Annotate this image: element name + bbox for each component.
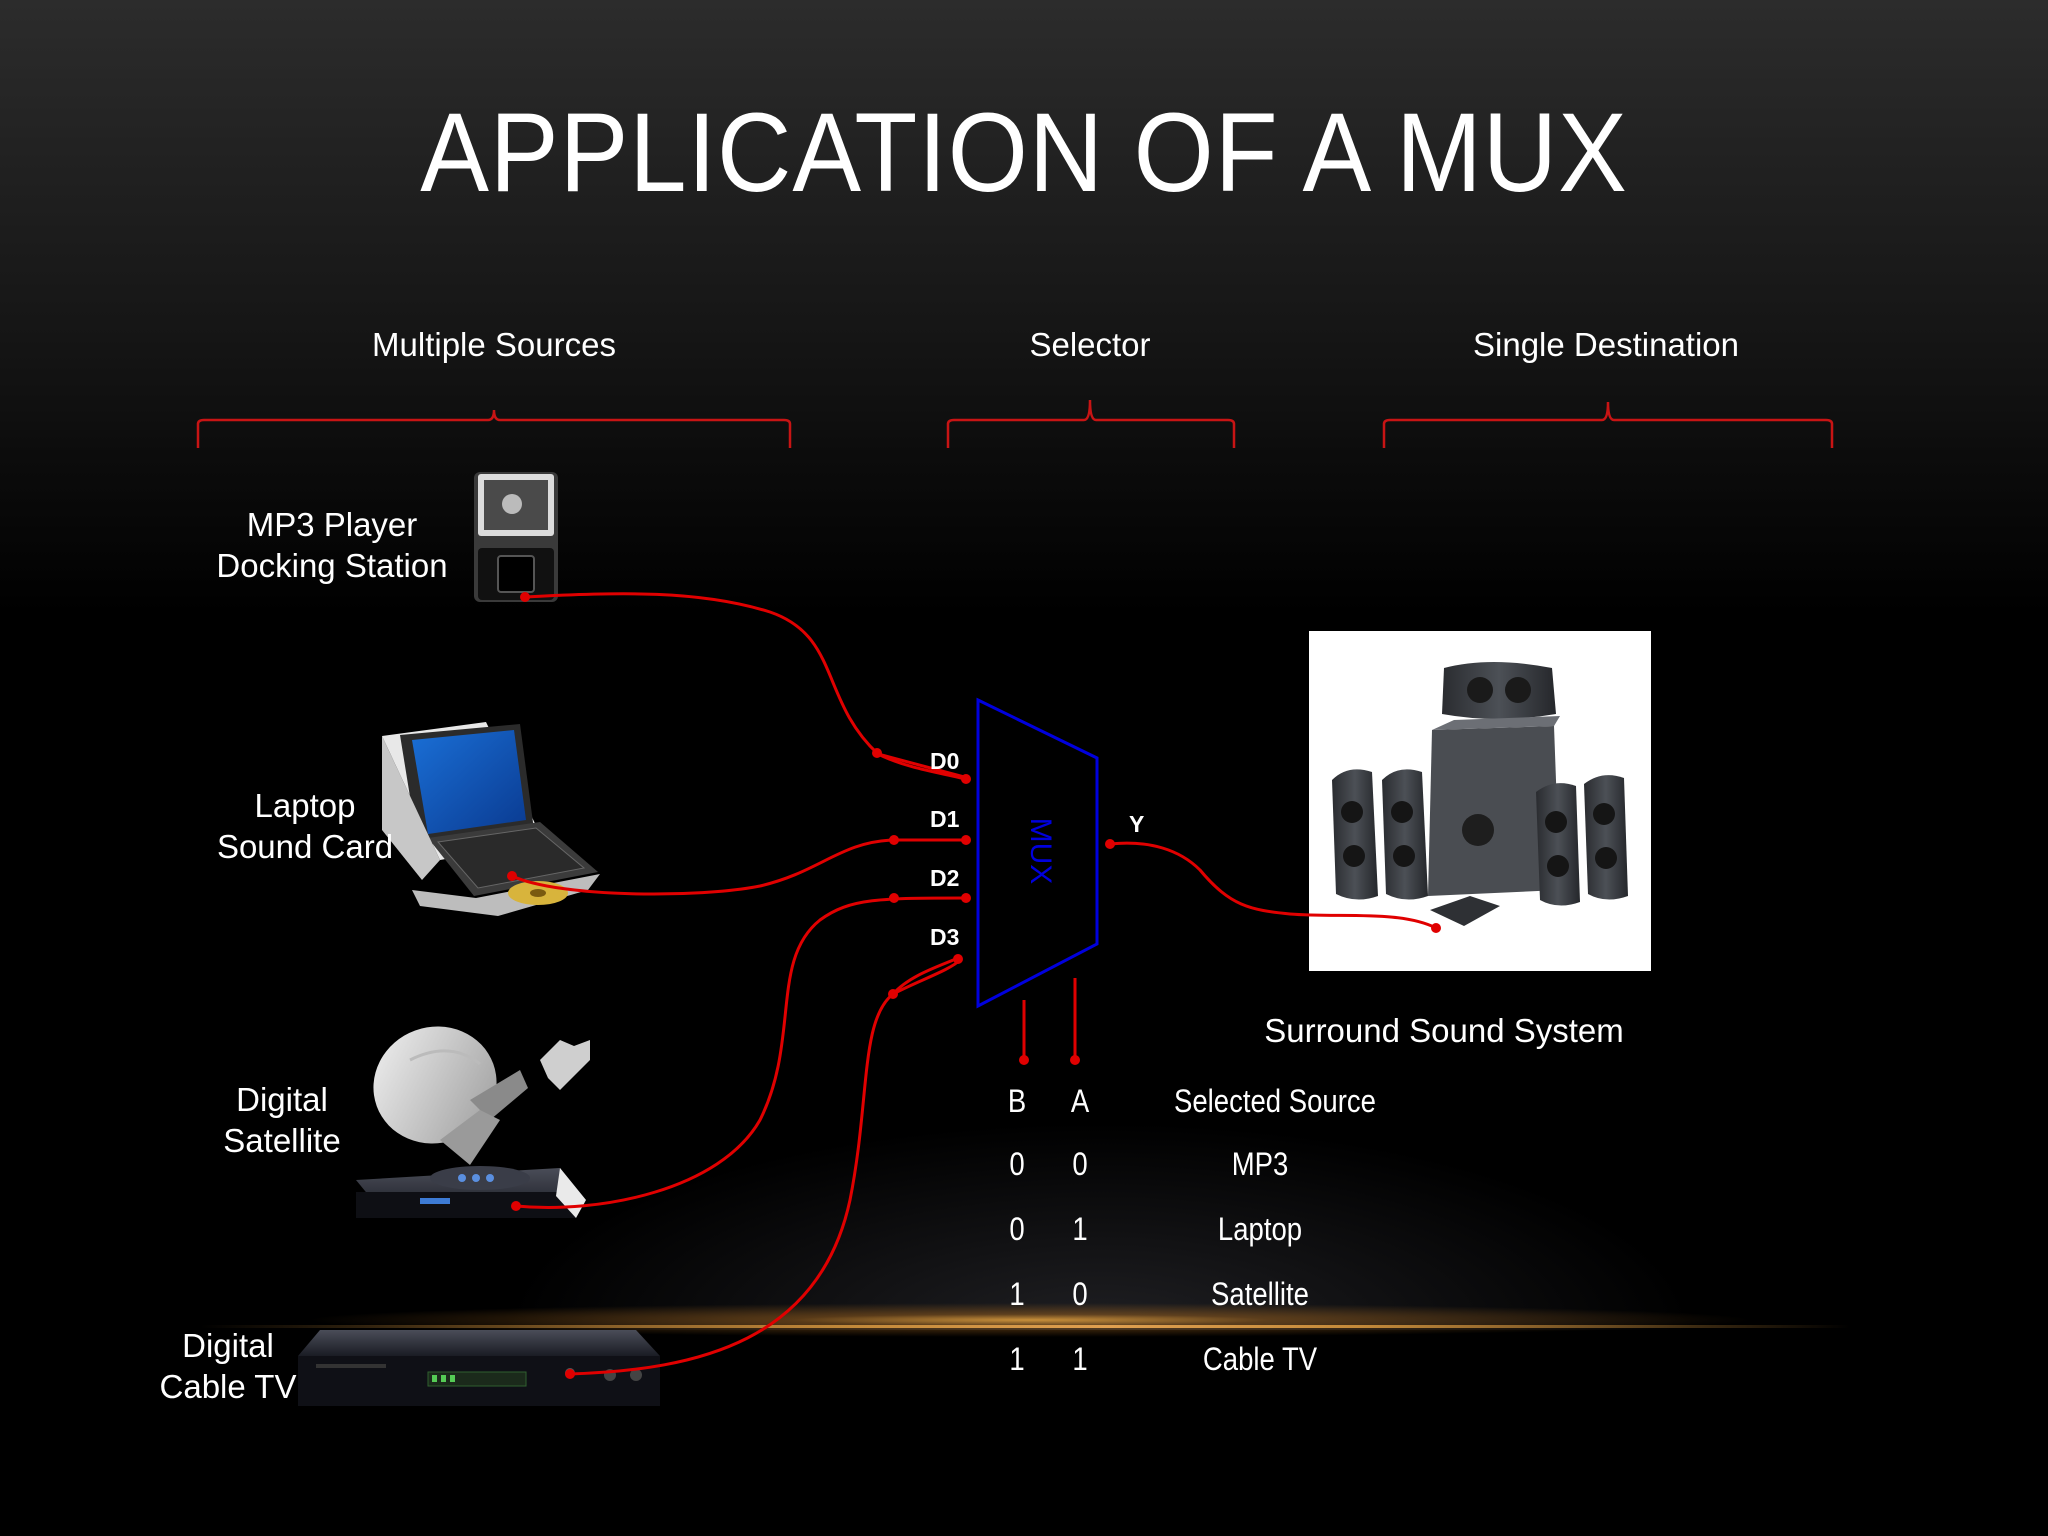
surround-speakers-icon [1309,631,1651,971]
bracket-selector [946,399,1236,448]
wire-dots [507,592,1441,1379]
truth-table-cell-b: 0 [1009,1146,1025,1182]
truth-table-cell-b: 1 [1009,1276,1025,1312]
wire-cable [569,958,962,1376]
truth-table-cell-a: 1 [1072,1211,1088,1247]
floor-reflection [500,1120,1700,1330]
device-label-laptop-line2: Sound Card [216,828,394,865]
wire-output [1109,841,1437,930]
truth-table-cell-source: Laptop [1217,1211,1303,1247]
truth-table-cell-source: Cable TV [1202,1341,1318,1377]
satellite-dish-icon [356,1026,590,1218]
wires [511,592,1437,1376]
mux-label: MUX [1024,817,1057,885]
device-label-laptop: Laptop Sound Card [200,785,410,867]
device-label-cable: Digital Cable TV [144,1325,312,1407]
mux-symbol [976,697,1099,1009]
device-label-laptop-line1: Laptop [254,787,356,824]
pin-label-y: Y [1129,811,1145,837]
truth-table-cell-b: 1 [1009,1341,1025,1377]
truth-table-cell-b: 0 [1009,1211,1025,1247]
brackets [196,399,1834,448]
truth-table-cell-a: 1 [1072,1341,1088,1377]
section-label-sources: Multiple Sources [372,326,616,363]
pin-label-d1: D1 [930,806,960,832]
wire-satellite [515,896,969,1209]
device-label-cable-line1: Digital [182,1327,274,1364]
wire-d0-join [877,752,969,780]
device-label-satellite: Digital Satellite [200,1079,364,1161]
bracket-sources [196,409,792,448]
section-label-destination: Single Destination [1473,326,1739,363]
device-label-satellite-line2: Satellite [223,1122,341,1159]
bracket-destination [1382,401,1834,448]
mp3-dock-icon [474,472,558,602]
truth-table-header-source: Selected Source [1174,1083,1376,1119]
truth-table-header-a: A [1070,1083,1090,1119]
pin-label-d3: D3 [930,924,960,950]
truth-table-cell-a: 0 [1072,1276,1088,1312]
truth-table-cell-a: 0 [1072,1146,1088,1182]
pin-label-d0: D0 [930,748,960,774]
wire-mp3 [524,592,969,782]
wire-laptop [511,838,967,896]
device-label-mp3: MP3 Player Docking Station [200,504,464,586]
slide-title: APPLICATION OF A MUX [420,90,1628,215]
wire-d3-branch [891,956,959,996]
floor-glow-line [200,1325,1850,1328]
pin-label-d2: D2 [930,865,960,891]
truth-table-header-b: B [1007,1083,1027,1119]
cable-box-icon [298,1330,660,1406]
device-label-mp3-line1: MP3 Player [246,506,418,543]
device-label-cable-line2: Cable TV [159,1368,297,1405]
device-label-speaker: Surround Sound System [1264,1012,1624,1049]
section-label-selector: Selector [1029,326,1151,363]
laptop-icon [382,722,600,916]
device-label-satellite-line1: Digital [236,1081,328,1118]
device-label-mp3-line2: Docking Station [216,547,448,584]
truth-table-cell-source: MP3 [1231,1146,1289,1182]
truth-table-cell-source: Satellite [1211,1276,1309,1312]
